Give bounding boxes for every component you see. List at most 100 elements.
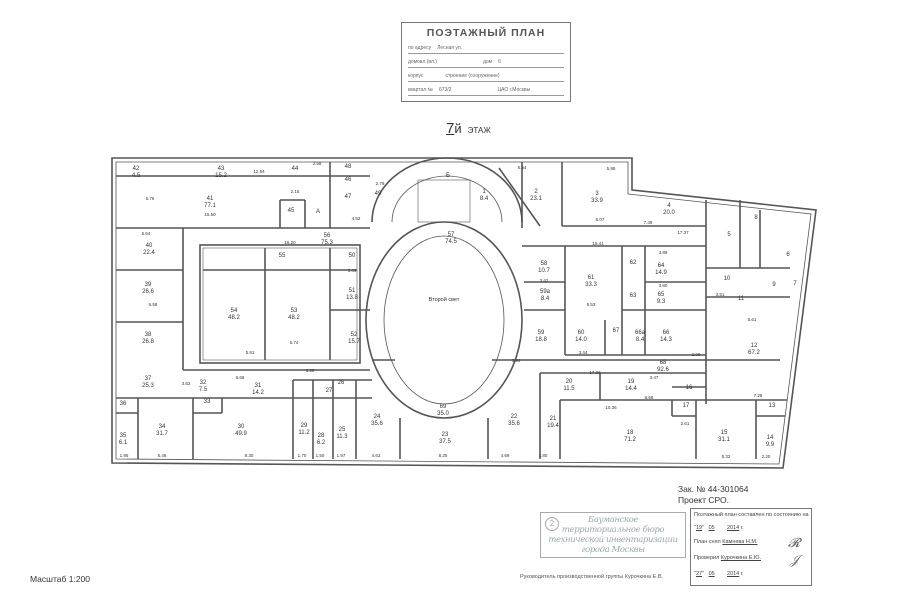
room-number: 53: [291, 308, 298, 314]
room-number: 51: [349, 288, 356, 294]
dimension-label: 1.95: [120, 453, 129, 458]
signature: 𝒥: [790, 553, 799, 568]
room-number: 59: [538, 330, 545, 336]
dom-label: дом: [482, 59, 493, 65]
stamp-line: территориальное бюро: [561, 525, 665, 535]
room-number: 16: [686, 385, 693, 391]
atrium-label: Второй свет: [429, 296, 460, 303]
room-number: 69: [440, 404, 447, 410]
stamp-line: технической инвентаризации: [548, 535, 678, 545]
room-area: 22.4: [143, 250, 155, 256]
dimension-label: 5.32: [722, 454, 731, 459]
room-area: 13.8: [346, 295, 358, 301]
room-number: 30: [238, 424, 245, 430]
room-area: 75.3: [321, 240, 333, 246]
floor-suffix: й: [454, 121, 462, 136]
room-number: 52: [351, 332, 358, 338]
drawn-label: План снял: [694, 539, 721, 545]
room-area: 33.3: [585, 282, 597, 288]
dimension-label: 6.07: [596, 217, 605, 222]
room-area: 33.9: [591, 198, 603, 204]
room-number: 54: [231, 308, 238, 314]
bti-stamp: 2 Бауманское территориальное бюро технич…: [540, 512, 686, 558]
room-number: 18: [627, 430, 634, 436]
room-area: 77.1: [204, 203, 216, 209]
room-number: 66: [663, 330, 670, 336]
room-number: А: [316, 209, 320, 215]
room-number: 14: [767, 435, 774, 441]
room-number: 13: [769, 403, 776, 409]
dimension-label: 3.80: [659, 283, 668, 288]
room-number: 45: [288, 208, 295, 214]
dimension-label: 1.70: [298, 453, 307, 458]
room-number: 8: [754, 215, 758, 221]
dimension-label: 2.61: [681, 421, 690, 426]
room-area: 19.4: [547, 423, 559, 429]
dimension-label: 10.36: [605, 405, 617, 410]
dimension-label: 4.69: [501, 453, 510, 458]
dimension-label: 12.54: [253, 169, 265, 174]
dimension-label: 5.74: [290, 340, 299, 345]
room-number: 50: [349, 253, 356, 259]
order-notes: Зак. № 44-301064 Проект СРО.: [678, 484, 748, 506]
room-area: 23.1: [530, 196, 542, 202]
dimension-label: 3.47: [650, 375, 659, 380]
room-number: 58: [541, 261, 548, 267]
dimension-label: 5.76: [146, 196, 155, 201]
room-number: 26: [338, 380, 345, 386]
dimension-label: 2.15: [291, 189, 300, 194]
room-number: 46: [345, 177, 352, 183]
dimension-label: 7.28: [754, 393, 763, 398]
dimension-label: 15.50: [204, 212, 216, 217]
plan-walls: [111, 157, 817, 469]
stroenie-label: строение (сооружение): [445, 73, 500, 79]
room-number: 22: [511, 414, 518, 420]
room-area: 8.4: [541, 296, 550, 302]
dimension-label: 17.37: [677, 230, 689, 235]
room-area: 37.5: [439, 439, 451, 445]
room-area: 8.4: [636, 337, 645, 343]
room-area: 6.1: [119, 440, 128, 446]
room-number: 40: [146, 243, 153, 249]
room-area: 31.1: [718, 437, 730, 443]
dimension-label: 1.97: [337, 453, 346, 458]
room-area: 14.3: [660, 337, 672, 343]
floor-number: 7: [446, 120, 455, 137]
dimension-label: 2.20: [762, 454, 771, 459]
dimension-label: 5.61: [748, 317, 757, 322]
building-row: корпус строение (сооружение): [408, 73, 564, 82]
room-number: 5: [727, 232, 731, 238]
room-number: 2: [534, 189, 538, 195]
scale-label: Масштаб 1:200: [30, 574, 90, 584]
room-area: 11.3: [336, 434, 348, 440]
korpus-label: корпус: [408, 73, 424, 79]
kvartal-value: 673/2: [438, 87, 452, 93]
dimension-label: 3.51: [716, 292, 725, 297]
order-number: Зак. № 44-301064: [678, 484, 749, 494]
room-number: 7: [793, 281, 797, 287]
room-area: 26.8: [142, 339, 154, 345]
room-number: Б: [446, 173, 450, 179]
room-number: 27: [326, 388, 333, 394]
dimension-label: 7.49: [644, 220, 653, 225]
stamp-number: 2: [545, 517, 559, 531]
dimension-label: 8.25: [439, 453, 448, 458]
room-number: 29: [301, 423, 308, 429]
room-number: 55: [279, 253, 286, 259]
district: ЦАО г.Москвы: [497, 87, 531, 93]
address-label: по адресу: [408, 45, 432, 51]
dimension-label: 5.54: [518, 165, 527, 170]
stamp-line: Бауманское: [588, 515, 638, 525]
room-number: 4: [667, 203, 671, 209]
room-number: 37: [145, 376, 152, 382]
room-number: 48: [345, 164, 352, 170]
room-area: 48.2: [288, 315, 300, 321]
room-number: 66а: [635, 330, 646, 336]
signature: 𝓡: [788, 536, 801, 551]
kvartal-label: квартал №: [408, 87, 433, 93]
dimension-label: 6.68: [236, 375, 245, 380]
room-number: 57: [448, 232, 455, 238]
checked-by: Курочкина Е.Ю.: [720, 555, 762, 561]
room-number: 42: [133, 166, 140, 172]
